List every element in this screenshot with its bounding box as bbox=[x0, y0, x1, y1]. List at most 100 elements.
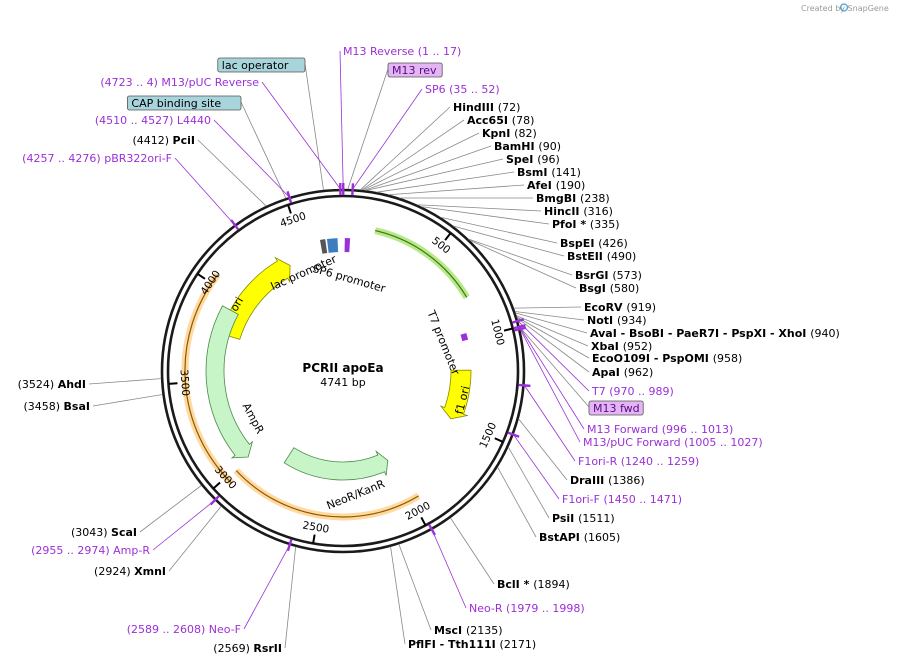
label-box-5 bbox=[127, 95, 242, 111]
feature-box-label-1: lac operator bbox=[222, 59, 289, 72]
enzyme-label-34: DraIII (1386) bbox=[570, 474, 645, 487]
tick-label-1500: 1500 bbox=[477, 421, 499, 450]
leader-line-46 bbox=[139, 485, 202, 533]
tick-2500 bbox=[312, 534, 316, 544]
feature-label-t7-promoter: T7 promoter bbox=[424, 308, 462, 378]
leader-line-37 bbox=[497, 466, 537, 538]
enzyme-label-17: HincII (316) bbox=[544, 205, 613, 218]
leader-line-1 bbox=[304, 63, 324, 191]
primer-mark-31 bbox=[513, 324, 526, 330]
ampr-arrow bbox=[205, 305, 254, 459]
primer-mark-45 bbox=[209, 495, 220, 506]
leader-line-0 bbox=[339, 50, 344, 190]
enzyme-label-14: BsmI (141) bbox=[517, 166, 581, 179]
primer-mark-43 bbox=[286, 538, 293, 552]
enzyme-label-48: (3524) AhdI bbox=[18, 378, 86, 391]
primer-label-32: M13/pUC Forward (1005 .. 1027) bbox=[583, 436, 763, 449]
enzyme-label-11: BamHI (90) bbox=[494, 140, 561, 153]
leader-line-14 bbox=[376, 171, 515, 193]
feature-label-ori: ori bbox=[228, 295, 246, 314]
backbone-arc-amp-line bbox=[184, 274, 233, 484]
leader-line-18 bbox=[421, 206, 550, 225]
leader-line-36 bbox=[507, 446, 550, 519]
tick-label-500: 500 bbox=[429, 235, 452, 257]
leader-line-48 bbox=[88, 378, 162, 385]
enzyme-label-9: KpnI (82) bbox=[482, 127, 537, 140]
promoter-block-0 bbox=[326, 238, 339, 253]
leader-lines bbox=[88, 50, 590, 649]
leader-line-44 bbox=[168, 505, 222, 572]
tick-1500 bbox=[494, 437, 504, 443]
backbone-arc-neo-line bbox=[235, 470, 419, 518]
enzyme-label-19: BspEI (426) bbox=[560, 237, 628, 250]
leader-line-43 bbox=[243, 544, 290, 630]
promoter-block-2 bbox=[319, 239, 328, 254]
primer-label-33: F1ori-R (1240 .. 1259) bbox=[578, 455, 699, 468]
enzyme-label-15: AfeI (190) bbox=[527, 179, 585, 192]
leader-line-45 bbox=[152, 499, 216, 551]
leader-line-31 bbox=[519, 326, 585, 430]
enzyme-label-46: (3043) ScaI bbox=[71, 526, 137, 539]
primer-label-35: F1ori-F (1450 .. 1471) bbox=[562, 493, 682, 506]
primer-label-45: (2955 .. 2974) Amp-R bbox=[31, 544, 150, 557]
leader-line-19 bbox=[440, 216, 558, 244]
primer-mark-4 bbox=[351, 183, 355, 196]
leader-line-42 bbox=[284, 546, 297, 649]
leader-line-23 bbox=[513, 306, 582, 309]
leader-line-4 bbox=[352, 88, 423, 190]
label-box-2 bbox=[387, 62, 443, 78]
promoter-arc-line bbox=[375, 230, 468, 298]
feature-label-ampr: AmpR bbox=[240, 401, 267, 436]
feature-arcs bbox=[181, 227, 472, 521]
primer-label-29: T7 (970 .. 989) bbox=[591, 385, 674, 398]
tick-label-1000: 1000 bbox=[488, 318, 506, 347]
leader-line-6 bbox=[360, 106, 451, 191]
primer-mark-7 bbox=[286, 191, 293, 204]
f1-ori-arrow bbox=[439, 369, 472, 420]
leader-line-25 bbox=[515, 312, 588, 334]
primer-mark-35 bbox=[507, 431, 520, 438]
tick-label-4500: 4500 bbox=[279, 210, 308, 230]
enzyme-label-40: MscI (2135) bbox=[434, 624, 503, 637]
primer-mark-29 bbox=[511, 318, 525, 324]
tick-3500 bbox=[168, 382, 178, 385]
label-box-30 bbox=[588, 400, 644, 416]
enzyme-label-13: SpeI (96) bbox=[506, 153, 560, 166]
primer-label-7: (4510 .. 4527) L4440 bbox=[95, 114, 211, 127]
enzyme-label-26: XbaI (952) bbox=[591, 340, 652, 353]
enzyme-label-24: NotI (934) bbox=[587, 314, 647, 327]
leader-line-21 bbox=[468, 238, 573, 276]
tick-label-2500: 2500 bbox=[302, 519, 330, 535]
leader-line-11 bbox=[364, 145, 492, 191]
leader-line-47 bbox=[92, 394, 163, 407]
primer-label-12: (4257 .. 4276) pBR322ori-F bbox=[22, 152, 172, 165]
leader-line-40 bbox=[398, 544, 432, 631]
leader-line-7 bbox=[213, 119, 290, 198]
neor-arrow bbox=[283, 447, 389, 481]
tick-500 bbox=[444, 232, 452, 241]
enzyme-label-47: (3458) BsaI bbox=[23, 400, 90, 413]
leader-line-10 bbox=[197, 139, 267, 207]
primer-label-39: Neo-R (1979 .. 1998) bbox=[469, 602, 585, 615]
primer-mark-12 bbox=[230, 219, 240, 231]
leader-line-29 bbox=[517, 320, 590, 392]
leader-line-22 bbox=[469, 239, 577, 289]
feature-label-sp6-promoter: SP6 promoter bbox=[311, 262, 387, 295]
primer-label-31: M13 Forward (996 .. 1013) bbox=[587, 423, 733, 436]
leader-line-8 bbox=[361, 119, 465, 191]
primer-label-43: (2589 .. 2608) Neo-F bbox=[127, 623, 241, 636]
snapgene-logo-icon bbox=[839, 3, 849, 12]
primer-label-0: M13 Reverse (1 .. 17) bbox=[343, 45, 461, 58]
enzyme-label-23: EcoRV (919) bbox=[584, 301, 656, 314]
leader-line-39 bbox=[431, 529, 467, 609]
enzyme-label-28: ApaI (962) bbox=[592, 366, 653, 379]
leader-line-38 bbox=[450, 517, 495, 585]
enzyme-label-42: (2569) RsrII bbox=[213, 642, 282, 655]
label-box-1 bbox=[217, 57, 306, 73]
leader-line-35 bbox=[513, 434, 560, 500]
enzyme-label-38: BclI * (1894) bbox=[497, 578, 570, 591]
feature-label-neor-kanr: NeoR/KanR bbox=[325, 477, 387, 512]
tick-4500 bbox=[287, 204, 292, 214]
snapgene-credit: Created by SnapGene bbox=[801, 4, 889, 13]
